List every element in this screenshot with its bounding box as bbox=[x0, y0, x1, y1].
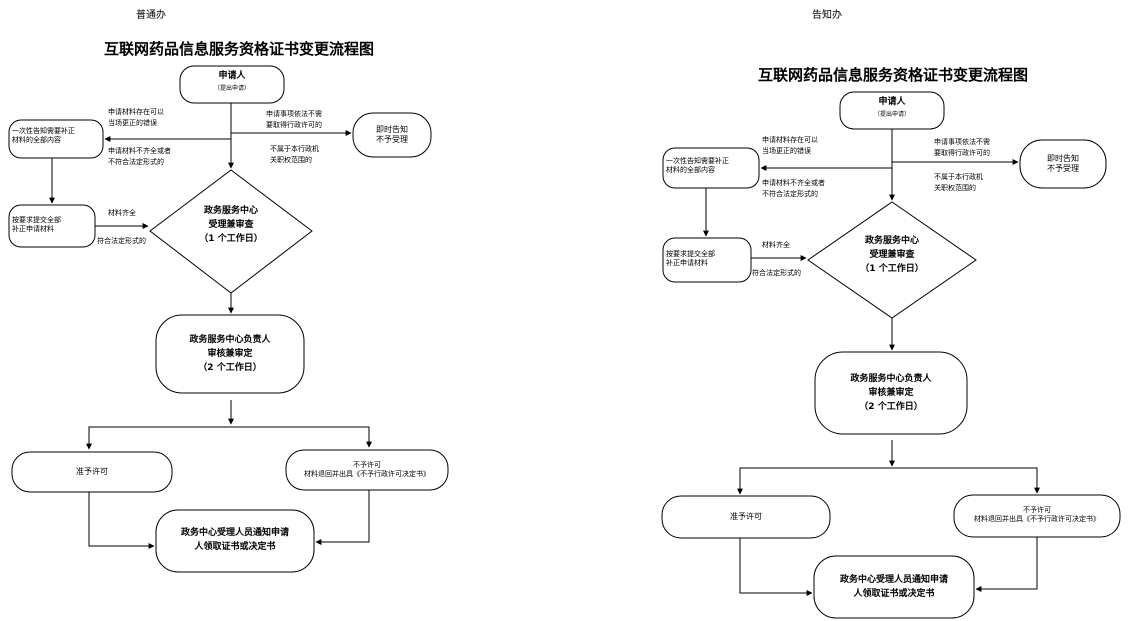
notify-label-r: 政务中心受理人员通知申请 人领取证书或决定书 bbox=[839, 575, 948, 599]
review-label-r: 政务服务中心 受理兼审查 （1 个工作日） bbox=[860, 236, 924, 274]
one-time-notice-label-r: 一次性告知需要补正 材料的全部内容 bbox=[666, 157, 729, 174]
approve-label-r: 准予许可 bbox=[730, 512, 762, 521]
note-correctable: 申请材料存在可以 当场更正的错误 bbox=[108, 108, 164, 128]
one-time-notice-node bbox=[8, 119, 104, 159]
connector-branch bbox=[88, 426, 372, 449]
leader-review-node bbox=[155, 314, 305, 394]
review-label: 政务服务中心 受理兼审查 （1 个工作日） bbox=[199, 206, 263, 244]
note-not-required: 申请事项依法不需 要取得行政许可的 bbox=[266, 110, 322, 130]
chart-title-left: 互联网药品信息服务资格证书变更流程图 bbox=[104, 40, 375, 58]
leader-review-node-r bbox=[814, 351, 968, 435]
connector-approve-to-notify bbox=[88, 492, 155, 549]
connector-approve-to-notify-r bbox=[739, 538, 813, 596]
one-time-notice-node-r bbox=[662, 147, 760, 189]
applicant-label-r: 申请人 bbox=[878, 97, 906, 107]
section-label-ordinary: 普通办 bbox=[136, 10, 166, 21]
note-complete-r: 材料齐全 bbox=[762, 241, 790, 249]
connector-reject-to-notify bbox=[315, 490, 370, 545]
connector-reject-to-notify-r bbox=[975, 537, 1038, 592]
immediate-notice-label-r: 即时告知 不予受理 bbox=[1047, 154, 1079, 173]
note-complete: 材料齐全 bbox=[108, 209, 136, 217]
approve-node-r bbox=[661, 495, 831, 539]
reject-label-r: 不予许可 材料退回并出具《不予行政许可决定书》 bbox=[974, 506, 1100, 523]
supplement-label: 按要求提交全部 补正申请材料 bbox=[12, 216, 61, 233]
approve-node bbox=[11, 451, 173, 493]
notify-node-r bbox=[813, 555, 975, 619]
immediate-notice-label: 即时告知 不予受理 bbox=[376, 125, 408, 144]
note-incomplete-r: 申请材料不齐全或者 不符合法定形式的 bbox=[762, 179, 825, 199]
reject-node bbox=[285, 449, 449, 491]
flowchart-left bbox=[8, 65, 449, 573]
approve-label: 准予许可 bbox=[76, 467, 108, 476]
connector-branch-r bbox=[739, 467, 1040, 494]
note-form-r: 符合法定形式的 bbox=[752, 269, 801, 277]
note-form: 符合法定形式的 bbox=[97, 237, 146, 245]
immediate-notice-node bbox=[352, 112, 432, 158]
applicant-label: 申请人 bbox=[218, 71, 246, 81]
chart-title-right: 互联网药品信息服务资格证书变更流程图 bbox=[758, 66, 1029, 84]
section-label-notice: 告知办 bbox=[812, 10, 842, 21]
notify-label: 政务中心受理人员通知申请 人领取证书或决定书 bbox=[180, 528, 289, 552]
note-correctable-r: 申请材料存在可以 当场更正的错误 bbox=[762, 136, 818, 156]
flowchart-right bbox=[661, 91, 1121, 619]
note-not-scope-r: 不属于本行政机 关职权范围的 bbox=[934, 173, 983, 193]
note-not-scope: 不属于本行政机 关职权范围的 bbox=[270, 145, 319, 165]
leader-review-label-r: 政务服务中心负责人 审核兼审定 （2 个工作日） bbox=[850, 374, 932, 412]
applicant-node bbox=[179, 65, 285, 104]
immediate-notice-node-r bbox=[1019, 139, 1107, 189]
notify-node bbox=[155, 509, 315, 573]
applicant-sub-r: （提出申请） bbox=[873, 111, 910, 118]
supplement-label-r: 按要求提交全部 补正申请材料 bbox=[666, 250, 715, 267]
supplement-node-r bbox=[662, 237, 752, 283]
reject-label: 不予许可 材料退回并出具《不予行政许可决定书》 bbox=[304, 461, 430, 478]
note-incomplete: 申请材料不齐全或者 不符合法定形式的 bbox=[108, 147, 171, 167]
note-not-required-r: 申请事项依法不需 要取得行政许可的 bbox=[934, 138, 990, 158]
leader-review-label: 政务服务中心负责人 审核兼审定 （2 个工作日） bbox=[189, 335, 271, 373]
one-time-notice-label: 一次性告知需要补正 材料的全部内容 bbox=[12, 127, 75, 144]
applicant-sub: （提出申请） bbox=[213, 85, 250, 92]
